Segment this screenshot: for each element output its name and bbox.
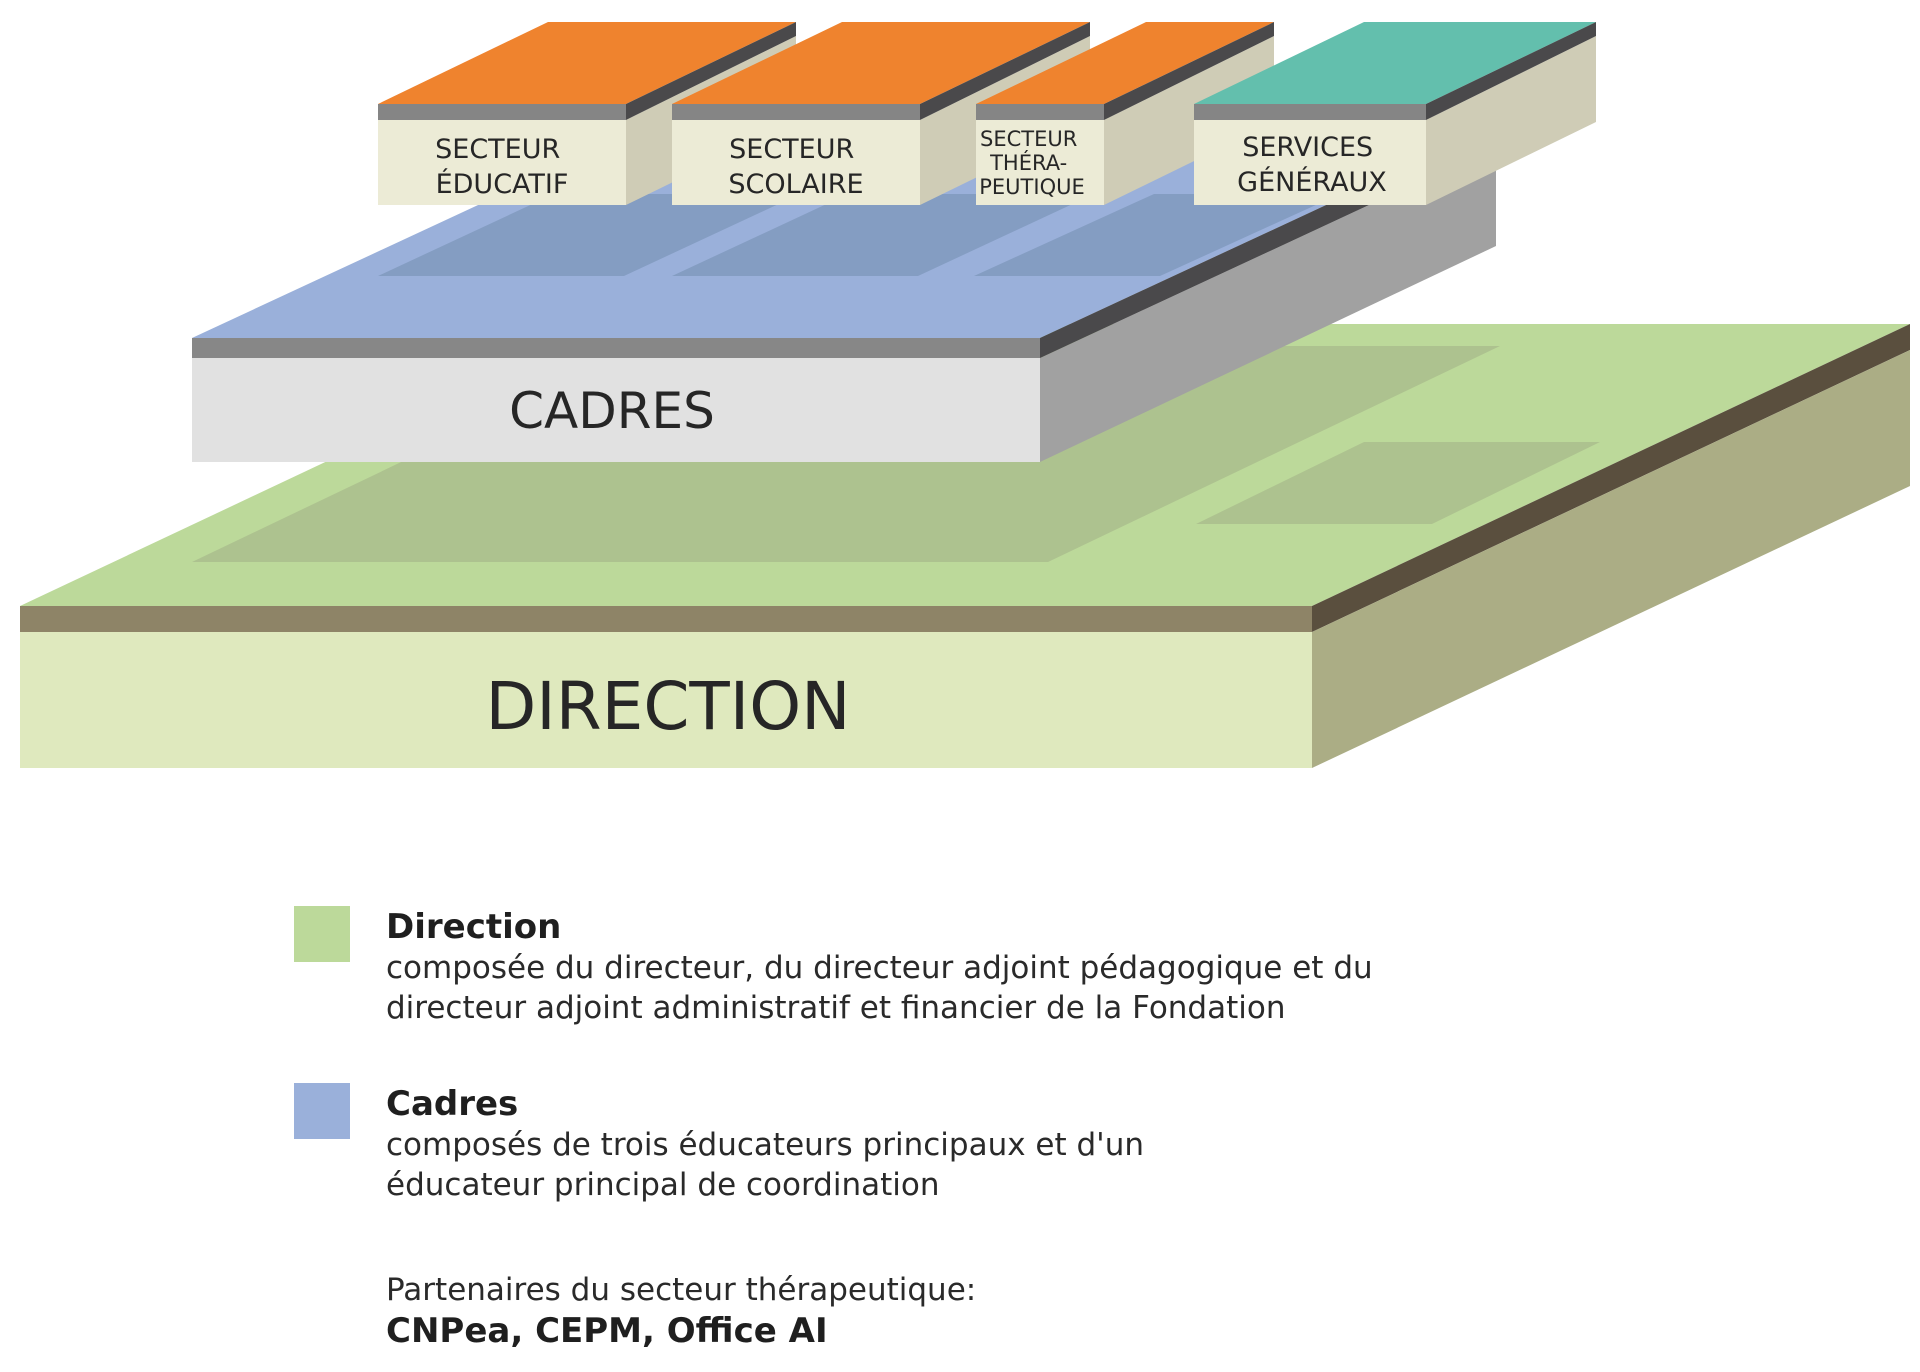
legend-cadres-desc-line2: éducateur principal de coordination: [386, 1167, 940, 1203]
partners-note: Partenaires du secteur thérapeutique: CN…: [386, 1270, 1486, 1352]
partners-label: Partenaires du secteur thérapeutique:: [386, 1272, 977, 1308]
services-generaux-top: [1194, 22, 1596, 104]
legend-direction-text: Direction composée du directeur, du dire…: [386, 906, 1436, 1028]
sector-scolaire-top: [672, 22, 1090, 104]
services-generaux-label: SERVICES GÉNÉRAUX: [1237, 132, 1387, 198]
sector-scolaire-label: SECTEUR SCOLAIRE: [728, 134, 863, 200]
cadres-front: [192, 358, 1040, 462]
sector-therapeutique-label: SECTEUR THÉRA- PEUTIQUE: [979, 127, 1085, 199]
sector-educatif-stripe: [378, 104, 626, 120]
direction-inset-right: [1196, 442, 1600, 524]
cadres-layer: CADRES: [192, 126, 1496, 462]
cadres-inset-3: [974, 194, 1340, 276]
sector-educatif-label: SECTEUR ÉDUCATIF: [435, 134, 569, 200]
direction-stripe-front: [20, 606, 1312, 632]
cadres-inset-2: [672, 194, 1094, 276]
services-generaux-stripe-side: [1426, 22, 1596, 120]
legend-cadres-desc-line1: composés de trois éducateurs principaux …: [386, 1127, 1144, 1163]
direction-label: DIRECTION: [485, 668, 850, 745]
cadres-stripe-front: [192, 338, 1040, 358]
services-generaux-side: [1426, 36, 1596, 205]
services-generaux-stripe: [1194, 104, 1426, 120]
partners-list: CNPea, CEPM, Office AI: [386, 1311, 828, 1351]
legend-direction-desc-line1: composée du directeur, du directeur adjo…: [386, 950, 1373, 986]
sector-educatif-top: [378, 22, 796, 104]
direction-side: [1312, 350, 1910, 768]
sector-therapeutique-top: [976, 22, 1274, 104]
sector-scolaire-stripe: [672, 104, 920, 120]
cadres-inset-1: [378, 194, 800, 276]
sector-therapeutique-stripe: [976, 104, 1104, 120]
sector-educatif-front: [378, 120, 626, 205]
services-generaux-front: [1194, 120, 1426, 205]
legend-cadres-swatch: [294, 1083, 350, 1139]
sector-therapeutique: SECTEUR THÉRA- PEUTIQUE: [976, 22, 1274, 205]
sector-therapeutique-side: [1104, 36, 1274, 205]
legend-direction-desc-line2: directeur adjoint administratif et finan…: [386, 990, 1286, 1026]
cadres-label: CADRES: [509, 382, 715, 440]
legend-cadres-text: Cadres composés de trois éducateurs prin…: [386, 1083, 1436, 1205]
sector-therapeutique-stripe-side: [1104, 22, 1274, 120]
sector-educatif-stripe-side: [626, 22, 796, 120]
direction-front: [20, 632, 1312, 768]
sector-scolaire-front: [672, 120, 920, 205]
sector-scolaire-stripe-side: [920, 22, 1090, 120]
legend-cadres-title: Cadres: [386, 1084, 519, 1124]
direction-stripe-side: [1312, 324, 1910, 632]
sector-therapeutique-front: [976, 120, 1104, 205]
sector-services-generaux: SERVICES GÉNÉRAUX: [1194, 22, 1596, 205]
cadres-side: [1040, 146, 1496, 462]
legend-direction-title: Direction: [386, 907, 562, 947]
legend-direction-swatch: [294, 906, 350, 962]
